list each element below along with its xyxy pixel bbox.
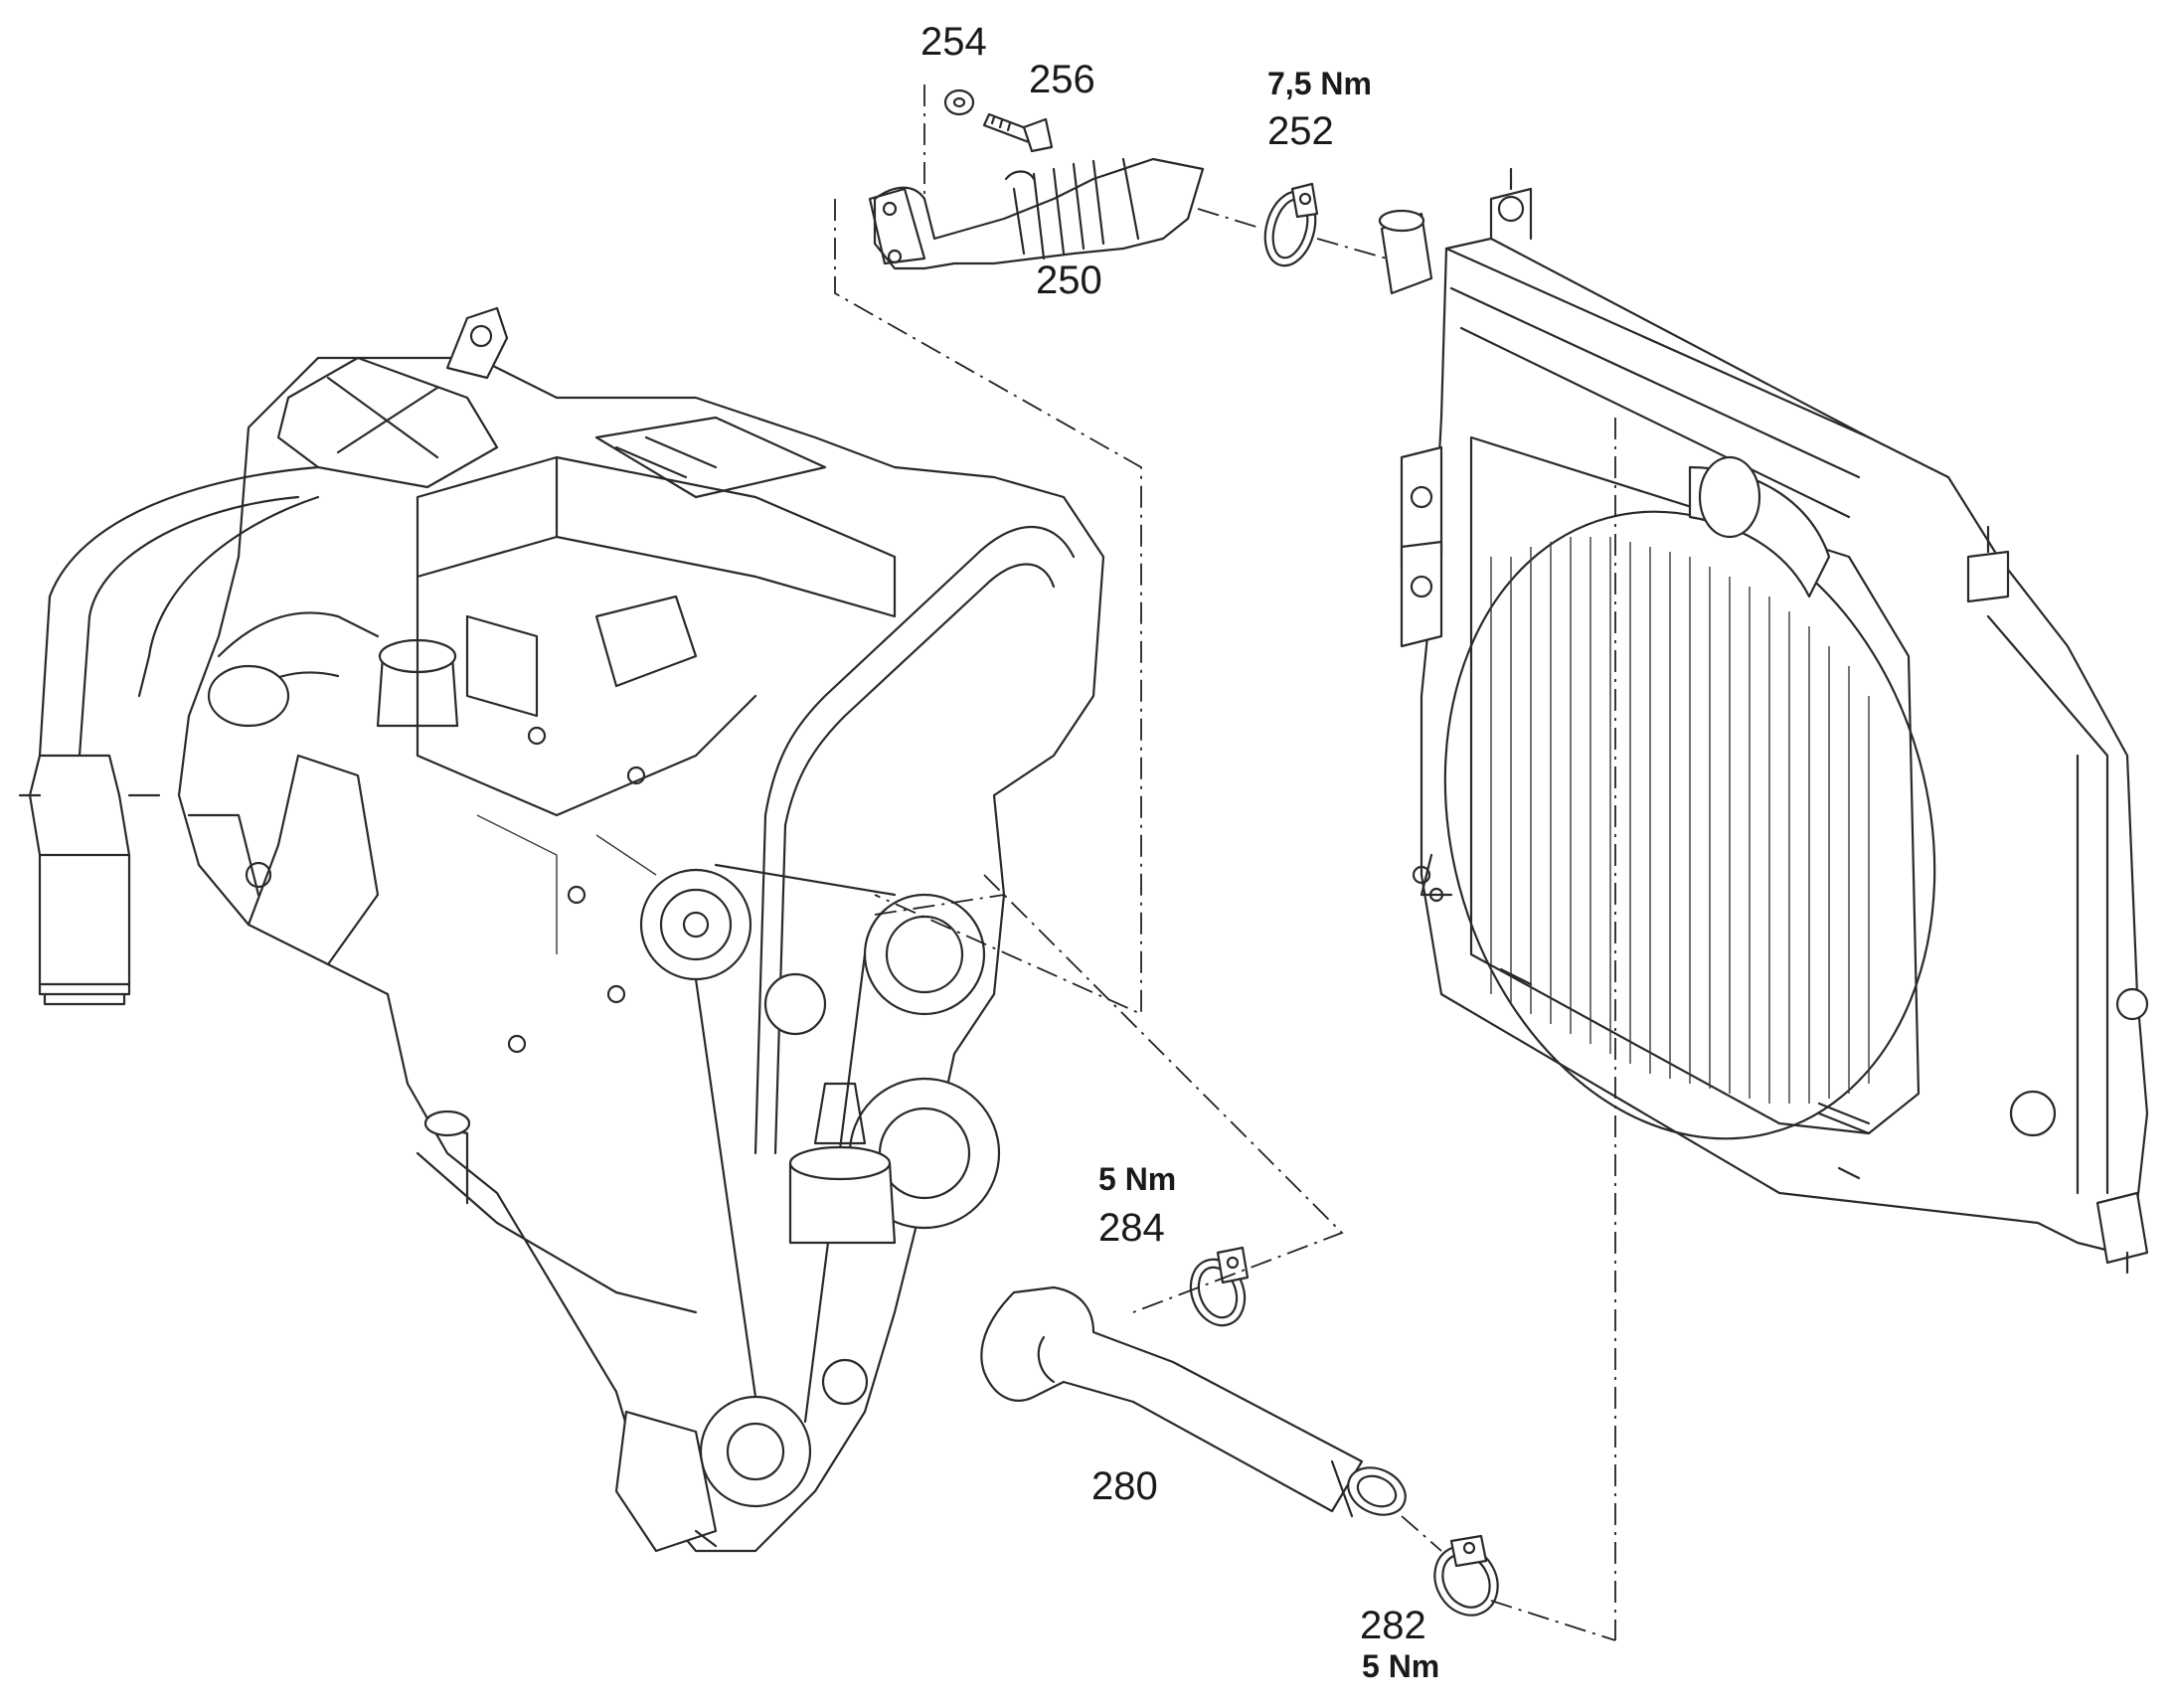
alignment-lines bbox=[834, 85, 1616, 1641]
washer-icon bbox=[943, 88, 975, 116]
upper-coolant-hose-icon bbox=[868, 157, 1205, 270]
bolt-icon bbox=[982, 112, 1054, 153]
callout-252: 252 bbox=[1267, 109, 1334, 153]
callout-254: 254 bbox=[920, 20, 987, 64]
engine-assembly-icon bbox=[18, 306, 1105, 1553]
torque-282: 5 Nm bbox=[1362, 1648, 1440, 1684]
torque-252: 7,5 Nm bbox=[1267, 66, 1372, 101]
lower-coolant-hose-icon bbox=[980, 1285, 1407, 1518]
callout-282: 282 bbox=[1360, 1604, 1426, 1647]
torque-284: 5 Nm bbox=[1098, 1161, 1177, 1197]
callout-284: 284 bbox=[1098, 1206, 1165, 1250]
hose-clamp-icon bbox=[1433, 1534, 1499, 1617]
hose-clamp-icon bbox=[1263, 182, 1319, 267]
callout-250: 250 bbox=[1036, 258, 1102, 302]
callout-280: 280 bbox=[1091, 1464, 1158, 1508]
callout-256: 256 bbox=[1029, 58, 1095, 101]
radiator-assembly-icon bbox=[1378, 167, 2149, 1275]
